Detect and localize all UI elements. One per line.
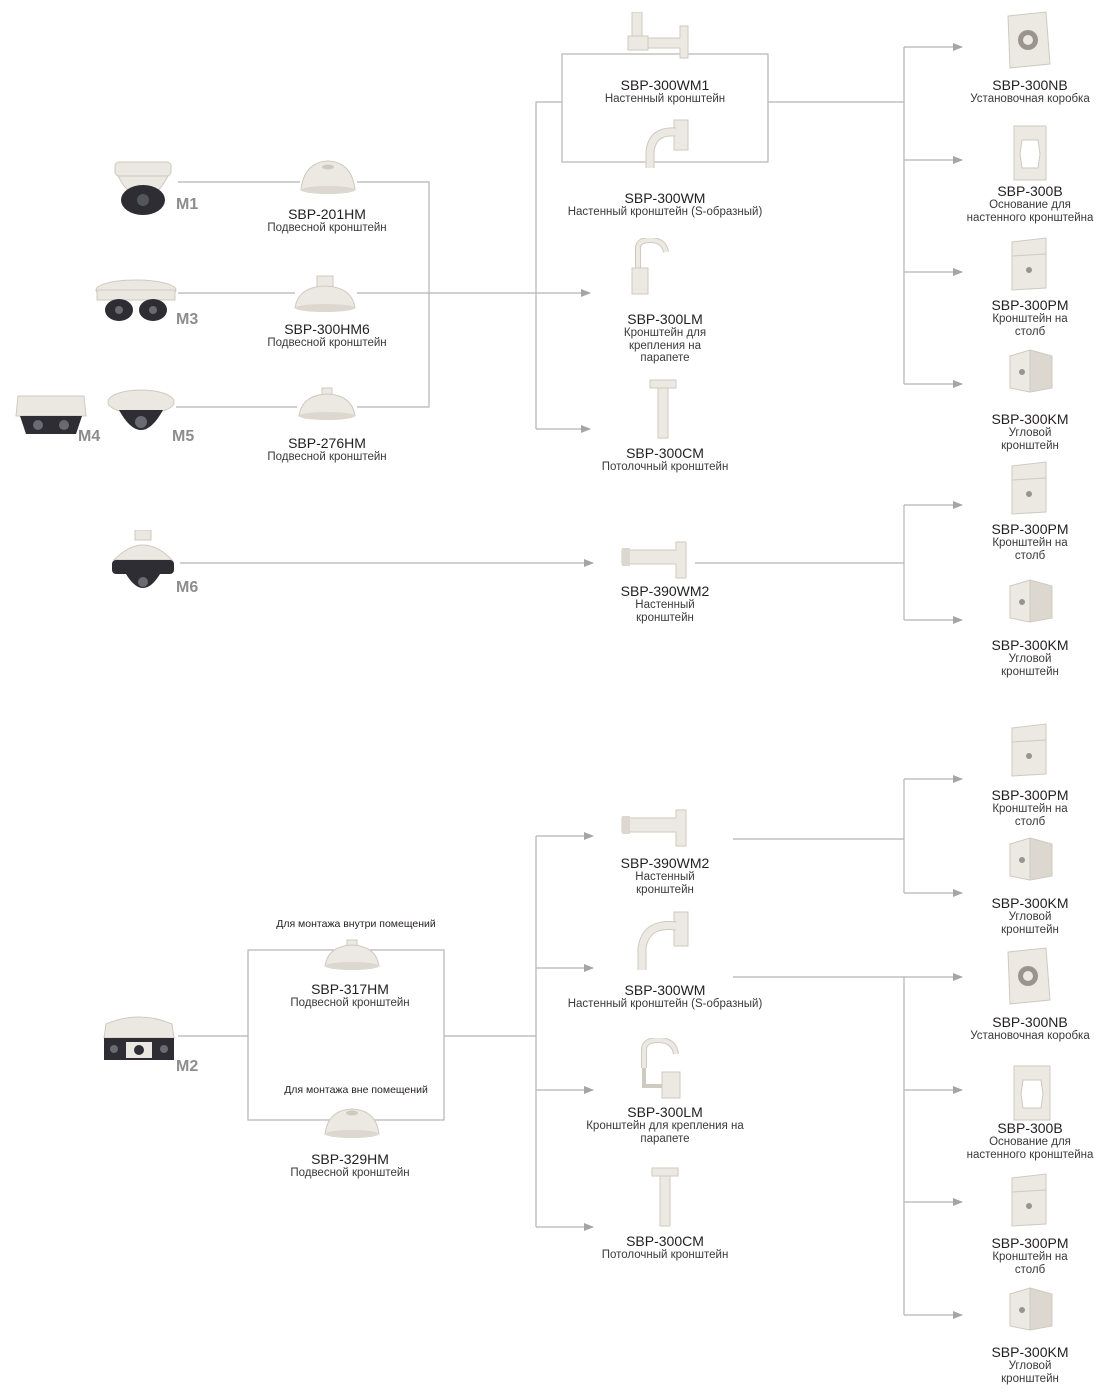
- product-label: SBP-300PM Кронштейн на столб: [991, 787, 1069, 828]
- product-label: SBP-300HM6 Подвесной кронштейн: [267, 321, 387, 349]
- product-label: SBP-300CM Потолочный кронштейн: [601, 1233, 729, 1261]
- quad-dome-camera-icon: [15, 395, 87, 434]
- product-label: SBP-317HM Подвесной кронштейн: [290, 981, 410, 1009]
- pole-mount-icon: [1011, 1173, 1047, 1227]
- pole-mount-icon: [1011, 461, 1047, 515]
- camera-tag: M5: [172, 428, 195, 445]
- corner-mount-icon: [1009, 837, 1053, 881]
- parapet-mount-icon: [641, 1038, 681, 1099]
- product-label: SBP-300PM Кронштейн на столб: [991, 521, 1069, 562]
- s-wall-mount-icon: [637, 911, 689, 970]
- hanging-mount-icon: [324, 939, 380, 970]
- parapet-mount-icon: [631, 238, 669, 295]
- product-label: SBP-300WM Настенный кронштейн (S-образны…: [567, 190, 763, 218]
- product-label: SBP-300KM Угловой кронштейн: [991, 637, 1069, 678]
- mounting-box-icon: [1007, 11, 1051, 69]
- camera-tag: M2: [176, 1058, 199, 1075]
- product-label: SBP-300KM Угловой кронштейн: [991, 411, 1069, 452]
- wall-base-icon: [1013, 1065, 1051, 1121]
- product-label: SBP-300NB Установочная коробка: [970, 1014, 1090, 1042]
- product-label: SBP-276HM Подвесной кронштейн: [267, 435, 387, 463]
- product-label: SBP-300B Основание для настенного кроншт…: [966, 183, 1094, 224]
- wall-base-icon: [1013, 125, 1047, 181]
- product-label: SBP-300LM Кронштейн для крепления на пар…: [586, 1104, 744, 1145]
- product-label: SBP-300WM1 Настенный кронштейн: [604, 77, 726, 105]
- ptz-multi-camera-icon: [103, 1016, 175, 1060]
- product-label: SBP-329HM Подвесной кронштейн: [290, 1151, 410, 1179]
- product-label: SBP-300CM Потолочный кронштейн: [601, 445, 729, 473]
- product-label: SBP-390WM2 Настенный кронштейн: [620, 583, 710, 624]
- product-label: SBP-300WM Настенный кронштейн (S-образны…: [567, 982, 763, 1010]
- corner-mount-icon: [1009, 1287, 1053, 1331]
- pole-mount-icon: [1011, 723, 1047, 777]
- mounting-box-icon: [1007, 947, 1051, 1005]
- product-label: SBP-390WM2 Настенный кронштейн: [620, 855, 710, 896]
- wall-mount-icon: [621, 809, 687, 847]
- indoor-note: Для монтажа внутри помещений: [276, 918, 436, 930]
- hanging-mount-icon: [300, 160, 356, 194]
- product-label: SBP-300KM Угловой кронштейн: [991, 1344, 1069, 1385]
- pole-mount-icon: [1011, 237, 1047, 291]
- ceiling-mount-icon: [649, 379, 677, 439]
- dome-camera-icon: [114, 161, 172, 215]
- product-label: SBP-300LM Кронштейн для крепления на пар…: [623, 311, 707, 365]
- product-label: SBP-201HM Подвесной кронштейн: [267, 206, 387, 234]
- product-label: SBP-300KM Угловой кронштейн: [991, 895, 1069, 936]
- wall-mount-icon: [621, 541, 687, 579]
- s-wall-mount-icon: [645, 119, 689, 168]
- product-label: SBP-300PM Кронштейн на столб: [991, 297, 1069, 338]
- camera-tag: M4: [78, 428, 101, 445]
- wall-mount-icon: [627, 12, 689, 59]
- corner-mount-icon: [1009, 349, 1053, 393]
- outdoor-note: Для монтажа вне помещений: [284, 1084, 428, 1096]
- hanging-mount-icon: [294, 275, 356, 312]
- ceiling-mount-icon: [651, 1167, 679, 1227]
- camera-tag: M6: [176, 579, 199, 596]
- camera-tag: M3: [176, 311, 199, 328]
- camera-tag: M1: [176, 196, 199, 213]
- product-label: SBP-300B Основание для настенного кроншт…: [966, 1120, 1094, 1161]
- dome-camera-icon: [107, 389, 175, 430]
- multi-sensor-pendant-camera-icon: [112, 530, 174, 588]
- product-label: SBP-300PM Кронштейн на столб: [991, 1235, 1069, 1276]
- dual-dome-camera-icon: [95, 279, 177, 321]
- hanging-mount-icon: [324, 1108, 380, 1138]
- corner-mount-icon: [1009, 579, 1053, 623]
- product-label: SBP-300NB Установочная коробка: [970, 77, 1090, 105]
- hanging-mount-icon: [298, 387, 356, 420]
